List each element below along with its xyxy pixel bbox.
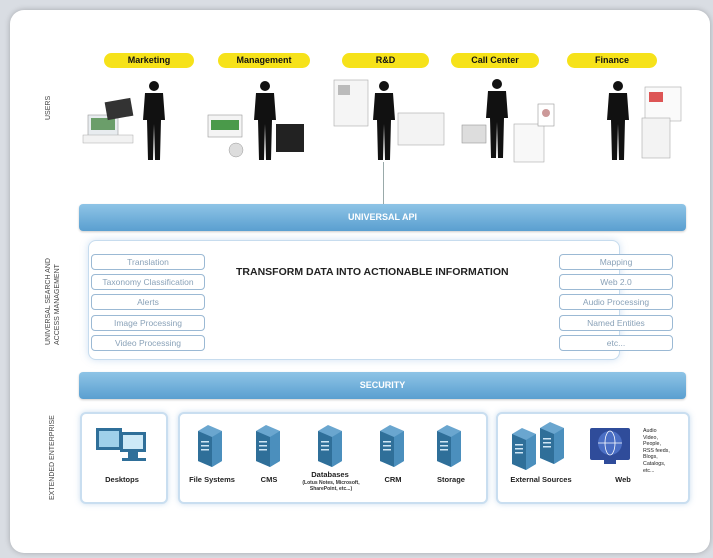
cap-audio-processing: Audio Processing: [559, 294, 673, 310]
desktop-icon: [96, 428, 146, 461]
label-web: Web: [615, 475, 631, 484]
transform-title: TRANSFORM DATA INTO ACTIONABLE INFORMATI…: [236, 266, 509, 278]
web-note-line: etc...: [643, 467, 655, 474]
cap-translation: Translation: [91, 254, 205, 270]
users-illustration: [82, 79, 682, 163]
web-note-line: RSS feeds,: [643, 447, 670, 454]
user-pill-call-center: Call Center: [451, 53, 539, 68]
cap-named-entities: Named Entities: [559, 315, 673, 331]
web-note-line: Catalogs,: [643, 460, 666, 467]
web-note: Audio Video, People, RSS feeds, Blogs, C…: [643, 428, 670, 474]
web-note-line: Blogs,: [643, 454, 658, 461]
label-file-systems: File Systems: [189, 475, 235, 484]
user-pill-management: Management: [218, 53, 310, 68]
cap-taxonomy: Taxonomy Classification: [91, 274, 205, 290]
label-databases: Databases: [311, 470, 349, 479]
label-external-sources: External Sources: [510, 475, 572, 484]
label-crm: CRM: [384, 475, 402, 484]
label-databases-note: (Lotus Notes, Microsoft, SharePoint, etc…: [302, 480, 360, 492]
web-note-line: Audio: [643, 428, 657, 434]
user-pill-marketing: Marketing: [104, 53, 194, 68]
label-cms: CMS: [260, 475, 278, 484]
web-note-line: Video,: [643, 434, 658, 441]
cap-web20: Web 2.0: [559, 274, 673, 290]
label-storage: Storage: [437, 475, 465, 484]
cap-alerts: Alerts: [91, 294, 205, 310]
web-globe-icon: [590, 428, 630, 464]
cap-image-processing: Image Processing: [91, 315, 205, 331]
cap-mapping: Mapping: [559, 254, 673, 270]
security-band: SECURITY: [79, 372, 686, 399]
cap-video-processing: Video Processing: [91, 335, 205, 351]
cap-etc: etc...: [559, 335, 673, 351]
user-pill-finance: Finance: [567, 53, 657, 68]
connector-line: [383, 162, 384, 204]
universal-api-band: UNIVERSAL API: [79, 204, 686, 231]
web-note-line: People,: [643, 441, 661, 448]
user-pill-rnd: R&D: [342, 53, 429, 68]
label-desktops: Desktops: [105, 475, 139, 484]
